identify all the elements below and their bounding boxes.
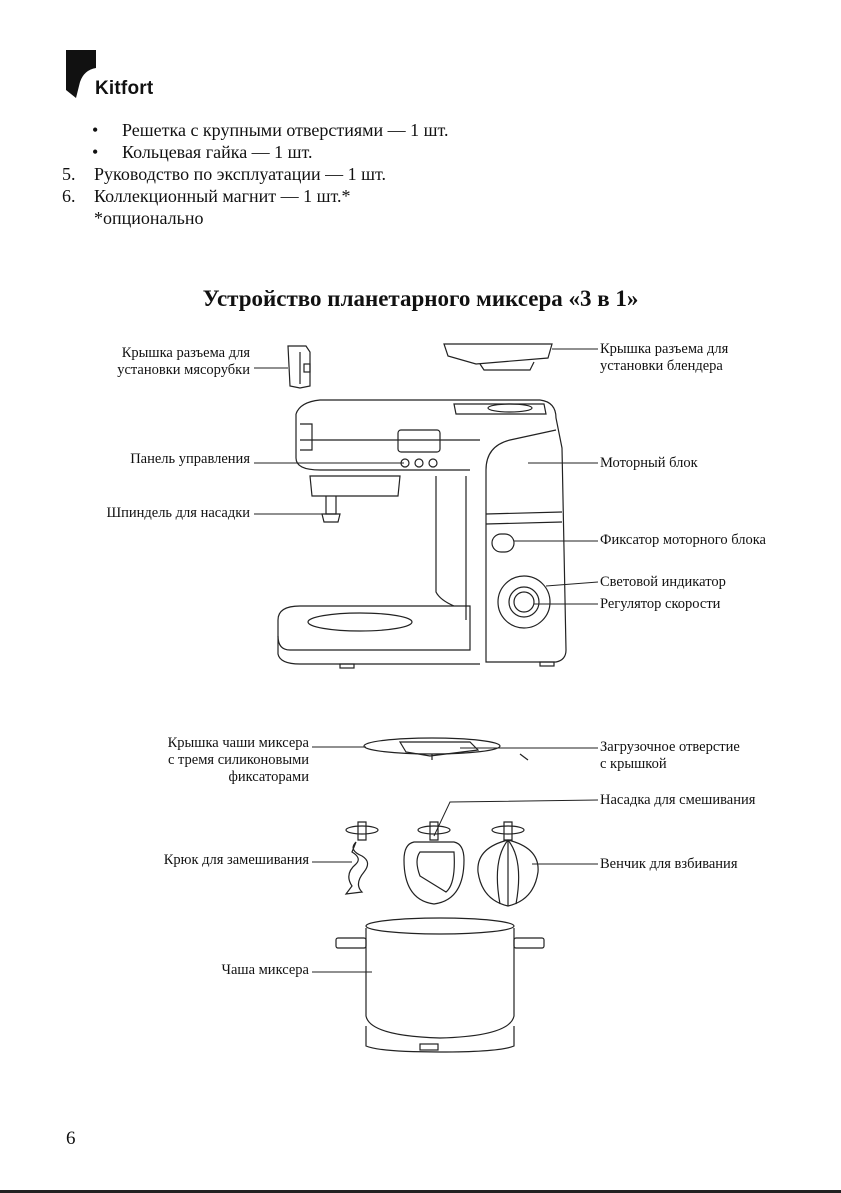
label-control-panel: Панель управления: [130, 451, 250, 468]
label-bowl-lid: Крышка чаши миксера с тремя силиконовыми…: [168, 735, 309, 786]
blender-cover-drawing: [444, 344, 552, 370]
label-motor-lock: Фиксатор моторного блока: [600, 532, 766, 549]
label-speed-regulator: Регулятор скорости: [600, 596, 720, 613]
label-motor-block: Моторный блок: [600, 455, 698, 472]
label-bowl: Чаша миксера: [222, 962, 309, 979]
label-whisk: Венчик для взбивания: [600, 856, 738, 873]
page-number: 6: [66, 1128, 76, 1150]
label-dough-hook: Крюк для замешивания: [164, 852, 309, 869]
mixing-beater-drawing: [404, 822, 464, 904]
label-spindle: Шпиндель для насадки: [106, 505, 250, 522]
bowl-lid-drawing: [364, 738, 528, 760]
dough-hook-drawing: [346, 822, 378, 894]
label-blender-cover: Крышка разъема для установки блендера: [600, 341, 728, 375]
mixer-bowl-drawing: [336, 918, 544, 1052]
label-feed-hole: Загрузочное отверстие с крышкой: [600, 739, 740, 773]
label-mixing-beater: Насадка для смешивания: [600, 792, 755, 809]
label-grinder-cover: Крышка разъема для установки мясорубки: [117, 345, 250, 379]
whisk-drawing: [478, 822, 538, 906]
stand-mixer-drawing: [278, 400, 566, 668]
grinder-cover-drawing: [288, 346, 310, 388]
leader-lines: [254, 349, 598, 972]
label-light-indicator: Световой индикатор: [600, 574, 726, 591]
